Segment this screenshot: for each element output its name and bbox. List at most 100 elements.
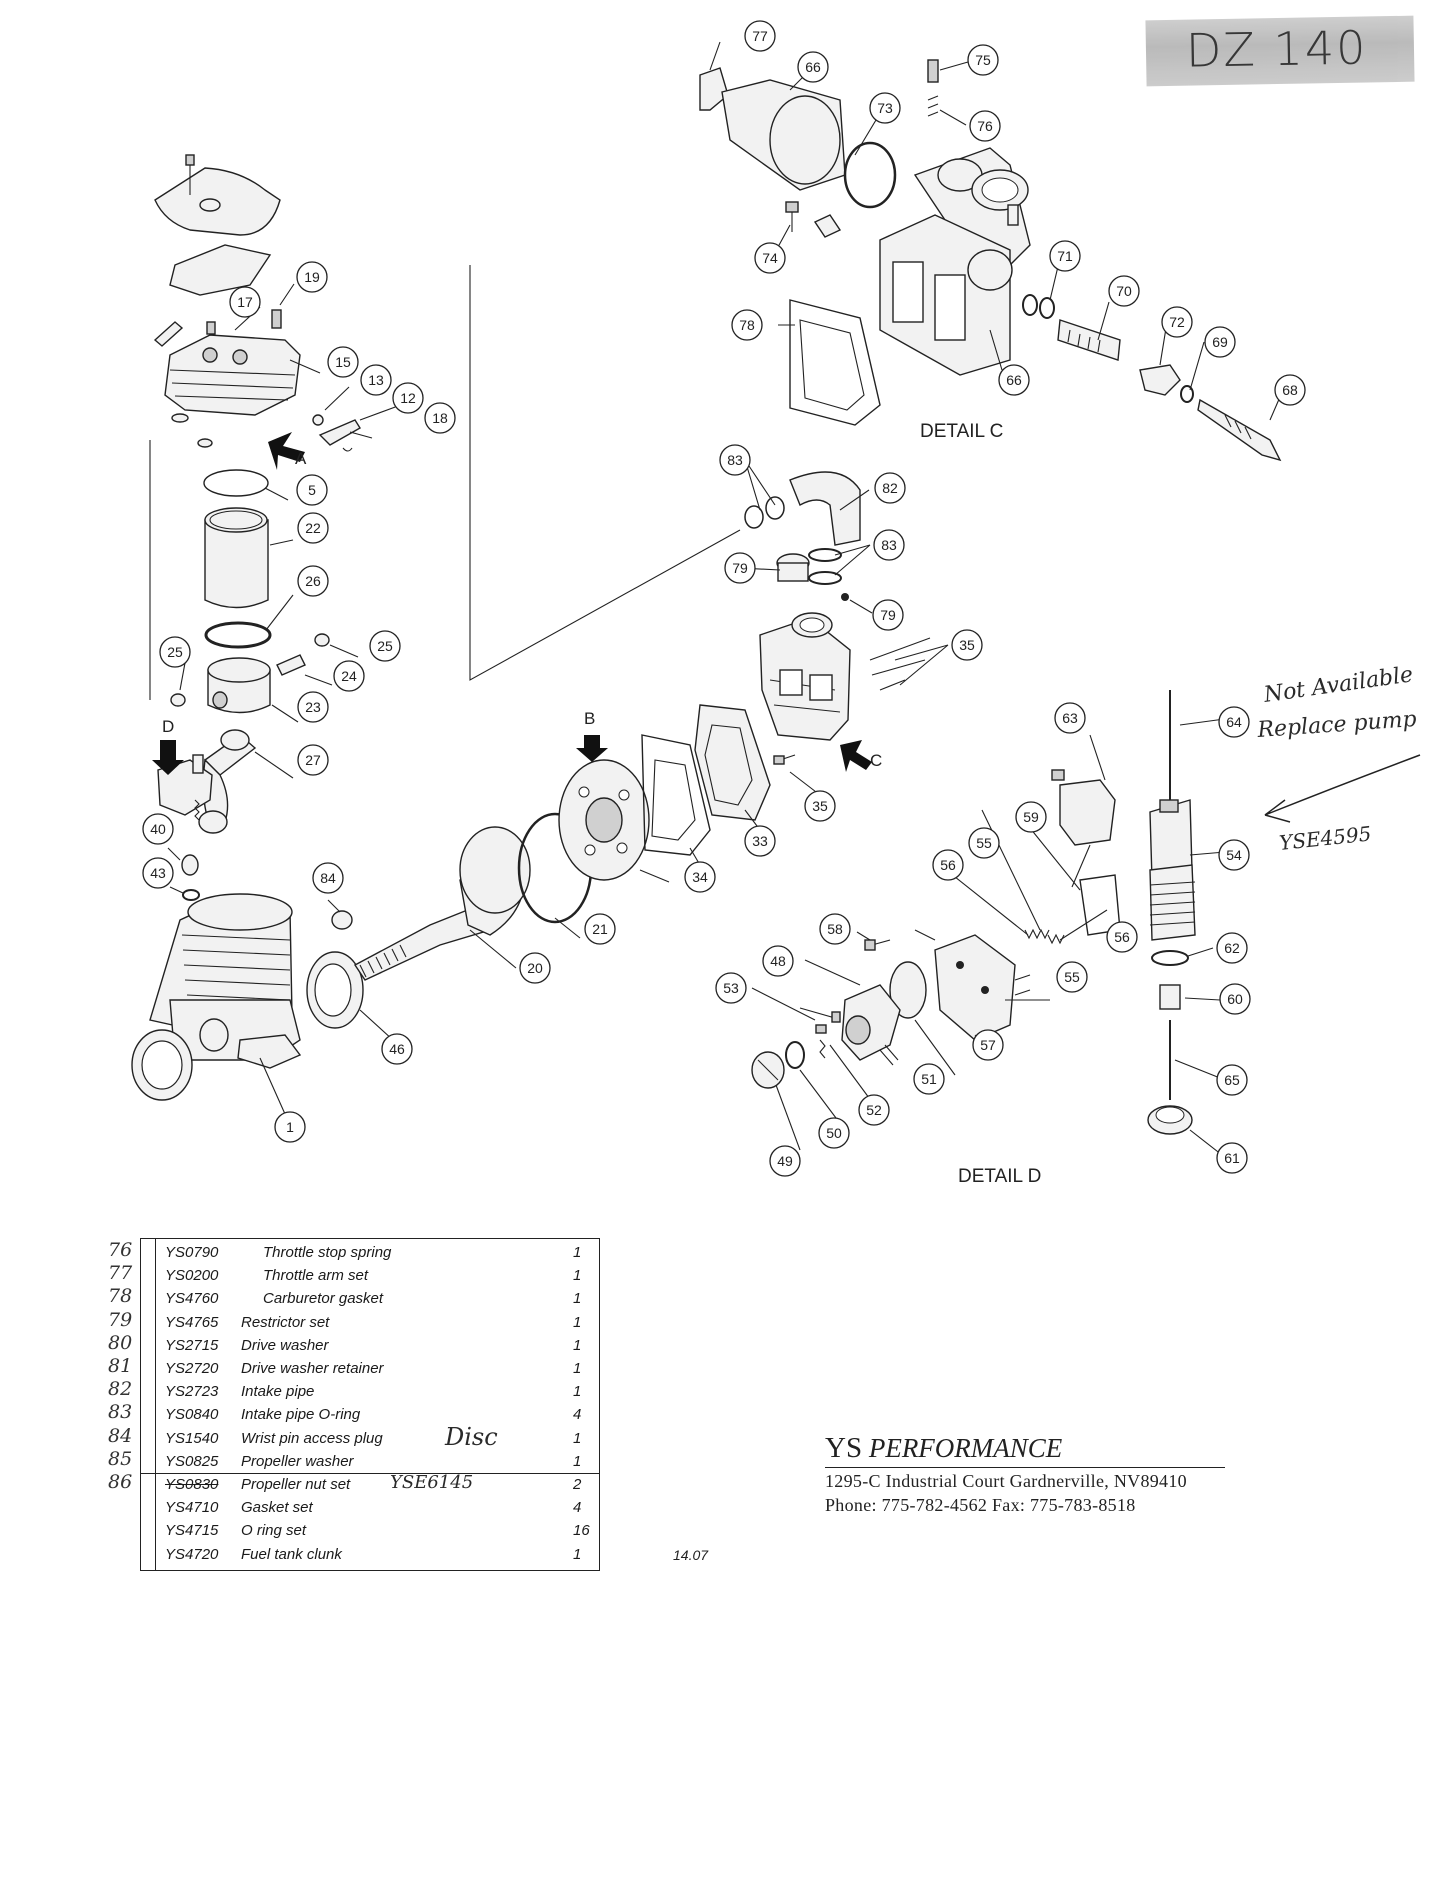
note-not-available: Not Available xyxy=(1261,662,1414,708)
table-column-line xyxy=(155,1239,156,1570)
callout-circle xyxy=(1218,839,1250,871)
note-nut-replacement: YSE6145 xyxy=(390,1472,473,1493)
model-stamp-text: DZ 140 xyxy=(1185,20,1368,78)
part-number: YS0830 xyxy=(165,1476,219,1493)
callout-54: 54 xyxy=(1218,839,1250,871)
callout-63: 63 xyxy=(1054,702,1086,734)
callout-51: 51 xyxy=(913,1063,945,1095)
callout-number: 13 xyxy=(368,372,384,388)
part-description: Throttle arm set xyxy=(263,1267,369,1285)
line-number: 77 xyxy=(108,1262,133,1285)
callout-circle xyxy=(392,382,424,414)
part-number: YS0825 xyxy=(165,1452,219,1470)
callout-circle xyxy=(1015,801,1047,833)
part-description: Drive washer retainer xyxy=(241,1360,384,1377)
callout-circle xyxy=(424,402,456,434)
callout-15: 15 xyxy=(327,346,359,378)
callout-24: 24 xyxy=(333,660,365,692)
callout-number: 74 xyxy=(762,250,778,266)
callout-circle xyxy=(1056,961,1088,993)
part-description: Fuel tank clunk xyxy=(241,1545,342,1563)
callout-number: 1 xyxy=(286,1119,294,1135)
part-description: Drive washer xyxy=(241,1336,329,1354)
callout-number: 46 xyxy=(389,1041,405,1057)
callout-number: 58 xyxy=(827,921,843,937)
callout-circle xyxy=(769,1145,801,1177)
line-number: 79 xyxy=(108,1308,133,1331)
part-description: Restrictor set xyxy=(241,1313,330,1331)
callout-12: 12 xyxy=(392,382,424,414)
callout-circle xyxy=(584,913,616,945)
callout-number: 83 xyxy=(727,452,743,468)
note-replace-pump: Replace pump xyxy=(1256,707,1418,743)
callout-number: 70 xyxy=(1116,283,1132,299)
callout-20: 20 xyxy=(519,952,551,984)
callout-circle xyxy=(297,691,329,723)
callout-number: 53 xyxy=(723,980,739,996)
callout-25: 25 xyxy=(369,630,401,662)
callout-64: 64 xyxy=(1218,706,1250,738)
part-number: YS0790 xyxy=(165,1244,219,1261)
callout-number: 79 xyxy=(732,560,748,576)
callout-number: 60 xyxy=(1227,991,1243,1007)
callout-circle xyxy=(951,629,983,661)
callout-circle xyxy=(684,861,716,893)
callout-circle xyxy=(1216,1142,1248,1174)
callout-circle xyxy=(724,552,756,584)
part-number: YS4710 xyxy=(165,1499,219,1517)
callout-number: 50 xyxy=(826,1125,842,1141)
callout-circle xyxy=(296,261,328,293)
callout-number: 59 xyxy=(1023,809,1039,825)
callout-number: 78 xyxy=(739,317,755,333)
part-number: YS1540 xyxy=(165,1429,219,1447)
callout-69: 69 xyxy=(1204,326,1236,358)
callout-62: 62 xyxy=(1216,932,1248,964)
line-number: 85 xyxy=(108,1447,133,1470)
callout-circle xyxy=(744,20,776,52)
callout-33: 33 xyxy=(744,825,776,857)
callout-circle xyxy=(804,790,836,822)
callout-circle xyxy=(968,827,1000,859)
callout-circle xyxy=(333,660,365,692)
callout-23: 23 xyxy=(297,691,329,723)
callout-27: 27 xyxy=(297,744,329,776)
callout-circle xyxy=(297,512,329,544)
callout-circle xyxy=(1216,932,1248,964)
callout-circle xyxy=(869,92,901,124)
callout-number: 23 xyxy=(305,699,321,715)
company-name-rest: PERFORMANCE xyxy=(868,1433,1063,1463)
callout-circle xyxy=(744,825,776,857)
callout-circle xyxy=(874,472,906,504)
callout-number: 84 xyxy=(320,870,336,886)
part-description: Throttle stop spring xyxy=(263,1244,392,1261)
callout-72: 72 xyxy=(1161,306,1193,338)
view-letter: C xyxy=(870,751,882,770)
part-description: Gasket set xyxy=(241,1499,313,1517)
callout-circle xyxy=(1161,306,1193,338)
view-letter: B xyxy=(584,709,595,728)
company-info: YS PERFORMANCE 1295-C Industrial Court G… xyxy=(825,1432,1225,1516)
part-number: YS2720 xyxy=(165,1360,219,1377)
callout-circle xyxy=(327,346,359,378)
callout-70: 70 xyxy=(1108,275,1140,307)
part-quantity: 4 xyxy=(573,1406,582,1424)
callout-circle xyxy=(818,1117,850,1149)
part-number: YS2723 xyxy=(165,1383,219,1401)
line-number: 86 xyxy=(108,1471,133,1493)
part-quantity: 1 xyxy=(573,1267,582,1285)
callout-number: 52 xyxy=(866,1102,882,1118)
callout-number: 83 xyxy=(881,537,897,553)
part-quantity: 1 xyxy=(573,1360,582,1377)
callout-number: 35 xyxy=(959,637,975,653)
line-number: 78 xyxy=(108,1285,133,1308)
callout-83: 83 xyxy=(719,444,751,476)
line-number: 82 xyxy=(108,1378,133,1401)
part-quantity: 1 xyxy=(573,1452,582,1470)
callout-number: 26 xyxy=(305,573,321,589)
callout-53: 53 xyxy=(715,972,747,1004)
part-description: Intake pipe xyxy=(241,1383,315,1401)
